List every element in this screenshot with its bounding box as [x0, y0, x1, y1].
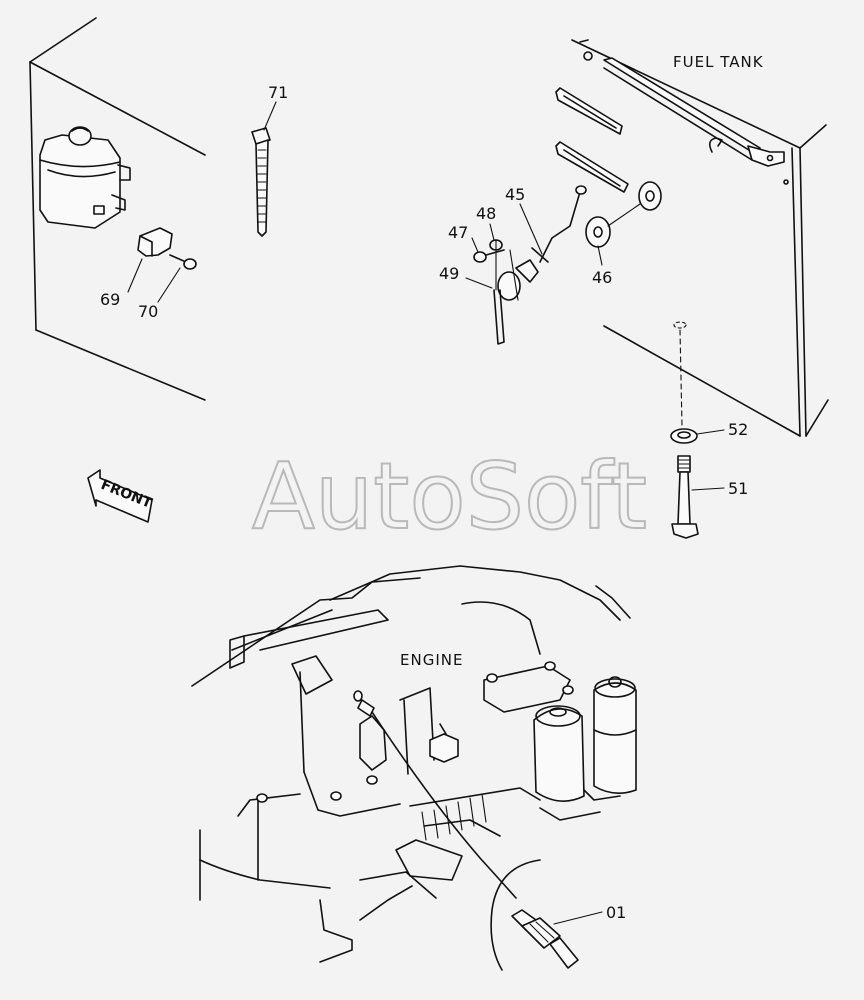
callout-01: 01: [606, 903, 626, 922]
left-panel: [29, 17, 206, 401]
callout-49: 49: [439, 264, 459, 283]
watermark: AutoSoft: [252, 443, 647, 550]
mount-rail: [603, 57, 785, 167]
mounting-flange-part-46: [585, 181, 662, 248]
fuel-tank-label: FUEL TANK: [673, 53, 764, 71]
callout-71: 71: [268, 83, 288, 102]
callout-48: 48: [476, 204, 496, 223]
gasket-strip-lower: [555, 141, 629, 193]
leader-49: [465, 277, 493, 289]
washer-part-52: [670, 428, 698, 444]
float-arm-part-49: [493, 249, 539, 345]
front-arrow: FRONT: [87, 469, 155, 523]
callout-45: 45: [505, 185, 525, 204]
leader-71: [263, 101, 277, 131]
leader-51: [691, 487, 725, 491]
leader-70: [157, 267, 181, 303]
callout-69: 69: [100, 290, 120, 309]
leader-47: [471, 237, 479, 253]
engine-label: ENGINE: [400, 651, 463, 669]
engine-block: [191, 565, 637, 963]
drain-plug-part-51: [671, 455, 699, 539]
fuel-tank-panel: [571, 39, 829, 437]
gasket-part-48: [489, 239, 503, 291]
cable-tie-part-71: [251, 127, 271, 237]
leader-69: [127, 258, 143, 293]
callout-46: 46: [592, 268, 612, 287]
leader-52: [696, 429, 725, 435]
sensor-wire: [353, 690, 517, 899]
gasket-strip-upper: [555, 87, 623, 135]
bracket-part-69: [137, 227, 173, 257]
callout-51: 51: [728, 479, 748, 498]
sender-unit-part-45: [531, 185, 587, 263]
leader-46: [597, 245, 603, 266]
screw-part-47: [473, 249, 505, 263]
leader-48: [489, 223, 495, 241]
reservoir-tank: [39, 126, 131, 229]
callout-52: 52: [728, 420, 748, 439]
sensor-part-01: [511, 909, 579, 969]
callout-70: 70: [138, 302, 158, 321]
leader-01: [553, 911, 603, 925]
hose-clip: [708, 137, 723, 153]
leader-45: [519, 203, 543, 255]
bolt-part-70: [169, 254, 197, 270]
drain-dashline: [673, 321, 687, 427]
detail-bracket: [490, 859, 541, 971]
callout-47: 47: [448, 223, 468, 242]
